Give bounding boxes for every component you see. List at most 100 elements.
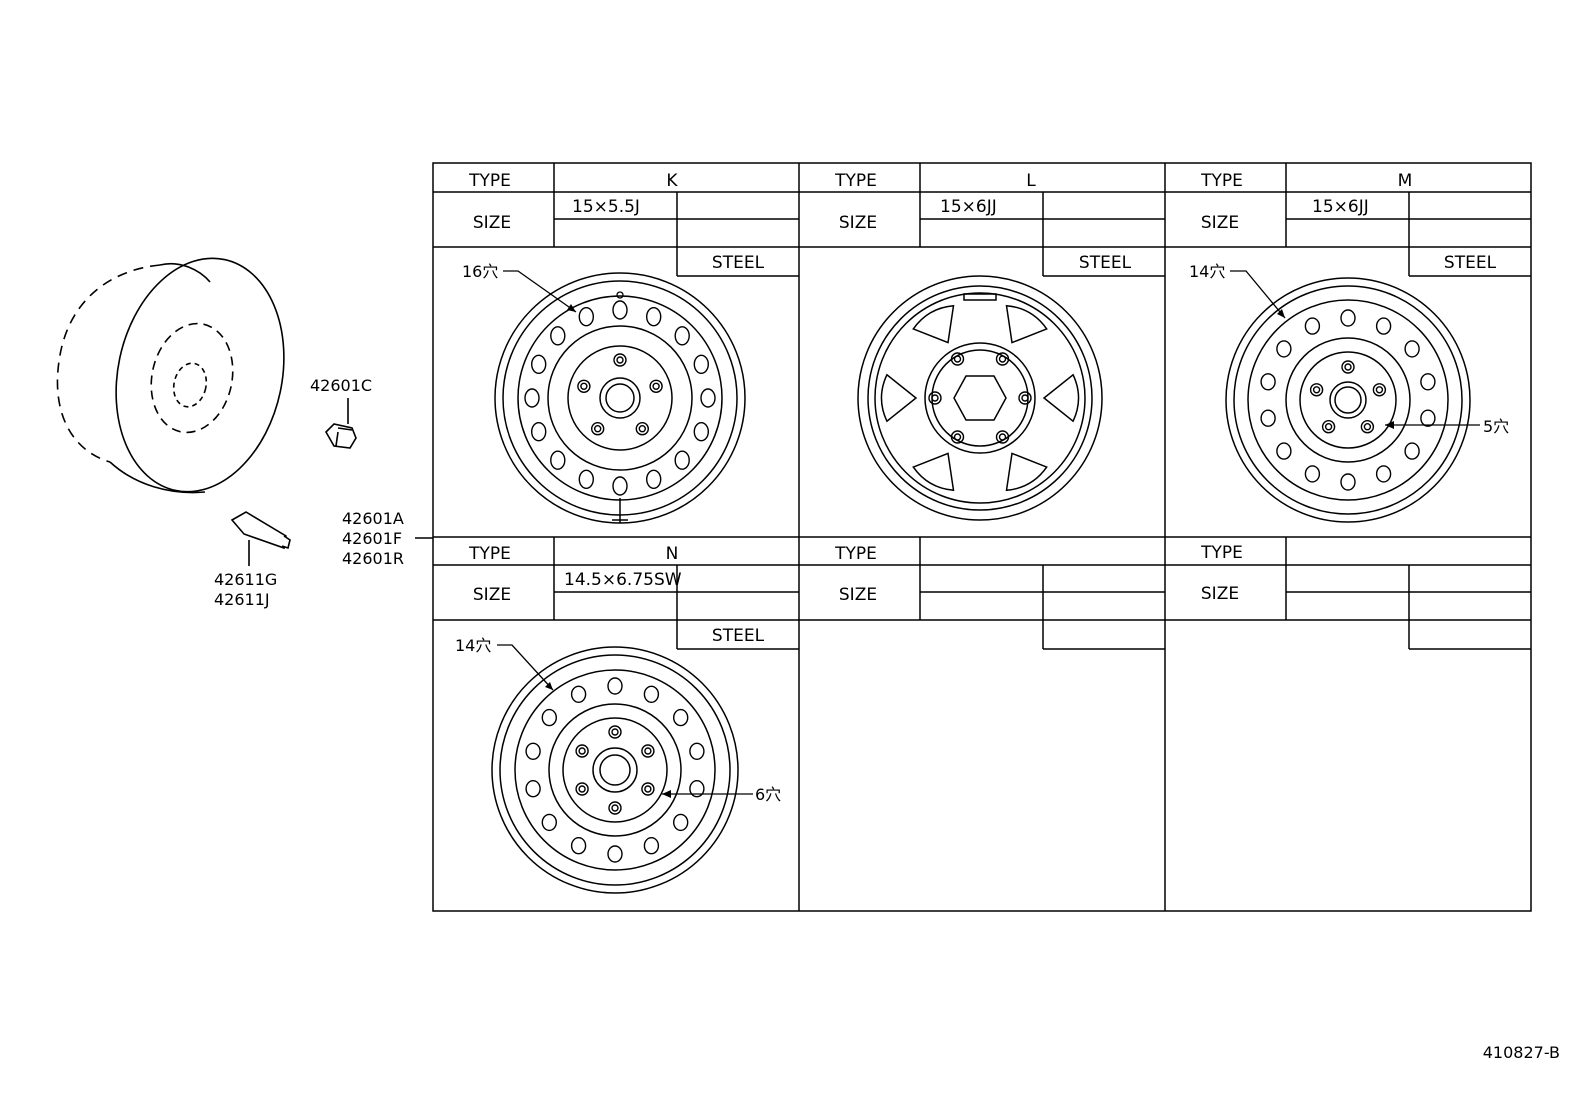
- callout-leaders: [497, 270, 1480, 795]
- spoke-window: [1042, 373, 1080, 423]
- vent-hole: [1304, 465, 1321, 483]
- lug-hole: [995, 430, 1010, 444]
- callout-n-lugs: 6穴: [755, 785, 781, 804]
- lug-hole: [591, 422, 605, 436]
- vent-hole: [541, 708, 557, 727]
- lug-hole: [594, 425, 602, 433]
- lug-hole: [644, 785, 652, 793]
- spoke-window: [912, 304, 955, 344]
- lug-hole: [644, 747, 652, 755]
- lug-hole: [928, 391, 942, 405]
- lug-hole: [611, 804, 619, 812]
- lug-hole: [1363, 423, 1372, 431]
- vent-hole: [646, 469, 662, 489]
- type-label-empty-1: TYPE: [834, 544, 877, 564]
- size-value-k: 15×5.5J: [572, 197, 640, 217]
- vent-hole: [541, 813, 557, 832]
- lug-hole: [635, 422, 649, 436]
- size-value-l: 15×6JJ: [940, 197, 997, 217]
- type-value-n: N: [666, 544, 679, 564]
- vent-hole: [1260, 373, 1276, 391]
- wheel-k-lug-holes: [577, 353, 663, 436]
- material-l: STEEL: [1079, 253, 1132, 273]
- material-n: STEEL: [712, 626, 765, 646]
- lug-hole: [578, 747, 586, 755]
- type-label-k: TYPE: [468, 171, 511, 191]
- lug-hole: [953, 433, 962, 441]
- vent-hole: [1420, 409, 1436, 427]
- vent-hole: [524, 388, 540, 408]
- vent-hole: [1375, 465, 1392, 483]
- vent-hole: [1260, 409, 1276, 427]
- lug-hole: [652, 382, 660, 390]
- spoke-window: [1005, 304, 1048, 344]
- vent-hole: [1420, 373, 1436, 391]
- lug-hole: [1341, 360, 1355, 374]
- vent-hole: [612, 476, 628, 496]
- type-size-table: [432, 162, 1532, 912]
- lug-hole: [611, 728, 619, 736]
- vent-hole: [689, 780, 705, 798]
- lug-hole: [575, 744, 589, 758]
- type-value-k: K: [666, 171, 678, 191]
- vent-hole: [578, 307, 594, 327]
- vent-hole: [607, 845, 623, 863]
- part-number-wheel-3: 42601R: [342, 549, 404, 568]
- callout-m-lugs: 5穴: [1483, 417, 1509, 436]
- vent-hole: [578, 469, 594, 489]
- lug-hole: [575, 782, 589, 796]
- lug-hole: [1372, 383, 1387, 397]
- vent-hole: [531, 422, 547, 442]
- vent-hole: [531, 354, 547, 374]
- vent-hole: [525, 780, 541, 798]
- type-value-l: L: [1026, 171, 1036, 191]
- vent-hole: [550, 450, 566, 470]
- lug-hole: [580, 382, 588, 390]
- vent-hole: [1304, 317, 1321, 335]
- lug-hole: [950, 352, 965, 366]
- wheel-l-spoke-windows: [880, 304, 1080, 492]
- lug-hole: [1312, 386, 1321, 394]
- spoke-window: [912, 452, 955, 492]
- lug-hole: [998, 355, 1007, 363]
- vent-hole: [674, 326, 690, 346]
- vent-hole: [674, 450, 690, 470]
- wheel-k-valve-hole: [616, 291, 624, 299]
- vent-hole: [1404, 442, 1420, 460]
- callout-k-holes: 16穴: [462, 262, 498, 281]
- part-number-wheel-2: 42601F: [342, 529, 402, 548]
- wheel-n-drawing: [491, 646, 739, 894]
- lug-hole: [641, 782, 655, 796]
- lug-hole: [616, 356, 624, 364]
- size-label-empty-1: SIZE: [839, 585, 877, 605]
- vent-hole: [1276, 442, 1292, 460]
- wheel-n-lug-holes: [575, 725, 655, 815]
- wheel-m-vent-holes: [1260, 309, 1436, 491]
- lug-hole: [1360, 420, 1375, 434]
- vent-hole: [643, 837, 660, 855]
- type-label-m: TYPE: [1200, 171, 1243, 191]
- wheel-m-drawing: [1225, 277, 1471, 523]
- vent-hole: [1340, 473, 1356, 491]
- type-value-m: M: [1398, 171, 1413, 191]
- spoke-window: [1005, 452, 1048, 492]
- vent-hole: [673, 813, 689, 832]
- lug-hole: [1324, 423, 1333, 431]
- vent-hole: [646, 307, 662, 327]
- callout-m-holes: 14穴: [1189, 262, 1225, 281]
- lug-hole: [638, 425, 646, 433]
- callout-arrowheads: [545, 304, 1394, 798]
- size-value-n: 14.5×6.75SW: [564, 570, 682, 590]
- lug-hole: [649, 379, 663, 393]
- lug-hole: [950, 430, 965, 444]
- size-label-n: SIZE: [473, 585, 511, 605]
- vent-hole: [700, 388, 716, 408]
- material-m: STEEL: [1444, 253, 1497, 273]
- lug-hole: [1375, 386, 1384, 394]
- vent-hole: [1375, 317, 1392, 335]
- size-label-l: SIZE: [839, 213, 877, 233]
- part-number-nut: 42601C: [310, 376, 372, 395]
- vent-hole: [1340, 309, 1356, 327]
- vent-hole: [570, 837, 587, 855]
